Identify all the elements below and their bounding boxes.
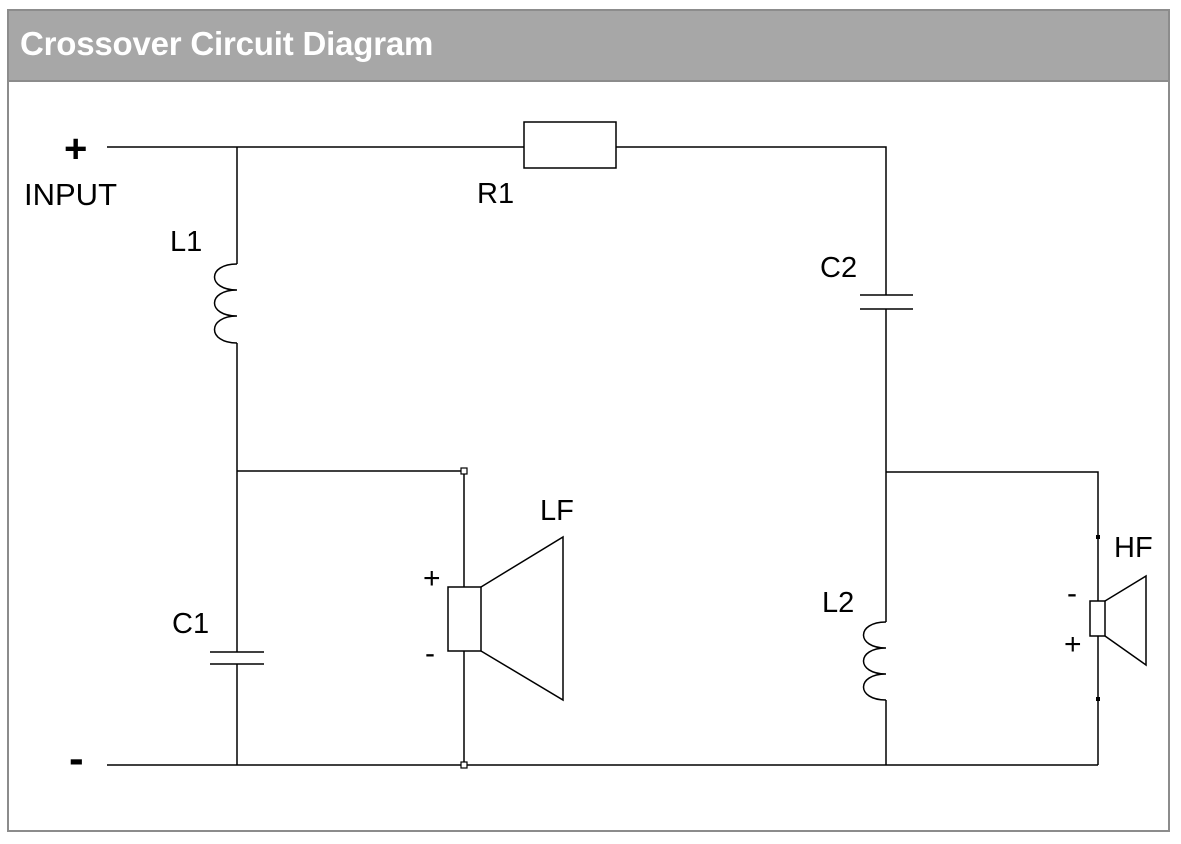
input-label: INPUT [24,177,117,212]
hf-label: HF [1114,532,1153,564]
lf-minus-symbol: - [425,637,435,670]
l2-label: L2 [822,587,854,619]
l2-inductor [862,621,887,701]
title-bar: Crossover Circuit Diagram [9,11,1168,82]
hf-top-node [1096,535,1100,539]
c1-capacitor [210,651,264,665]
input-minus-symbol: - [69,734,84,783]
hf-plus-symbol: + [1064,628,1082,661]
hf-speaker-cone [1104,574,1147,667]
lf-plus-symbol: + [423,562,441,595]
c2-label: C2 [820,252,857,284]
lf-branch-wire [237,470,465,765]
diagram-title: Crossover Circuit Diagram [20,25,434,62]
l1-label: L1 [170,226,202,258]
c1-label: C1 [172,608,209,640]
r1-label: R1 [477,178,514,210]
lf-speaker-cone [480,535,564,702]
input-plus-symbol: + [64,127,87,171]
hf-minus-symbol: - [1067,577,1077,610]
lf-bottom-node [460,761,468,769]
r1-resistor [523,121,617,169]
lf-speaker-magnet [447,586,482,652]
top-rail-wire [107,146,887,295]
lf-top-node [460,467,468,475]
l1-inductor [213,263,238,344]
hf-speaker-magnet [1089,600,1106,637]
hf-bottom-node [1096,697,1100,701]
c2-capacitor [860,294,913,310]
lf-label: LF [540,495,574,527]
hf-branch-wire [886,471,1099,765]
